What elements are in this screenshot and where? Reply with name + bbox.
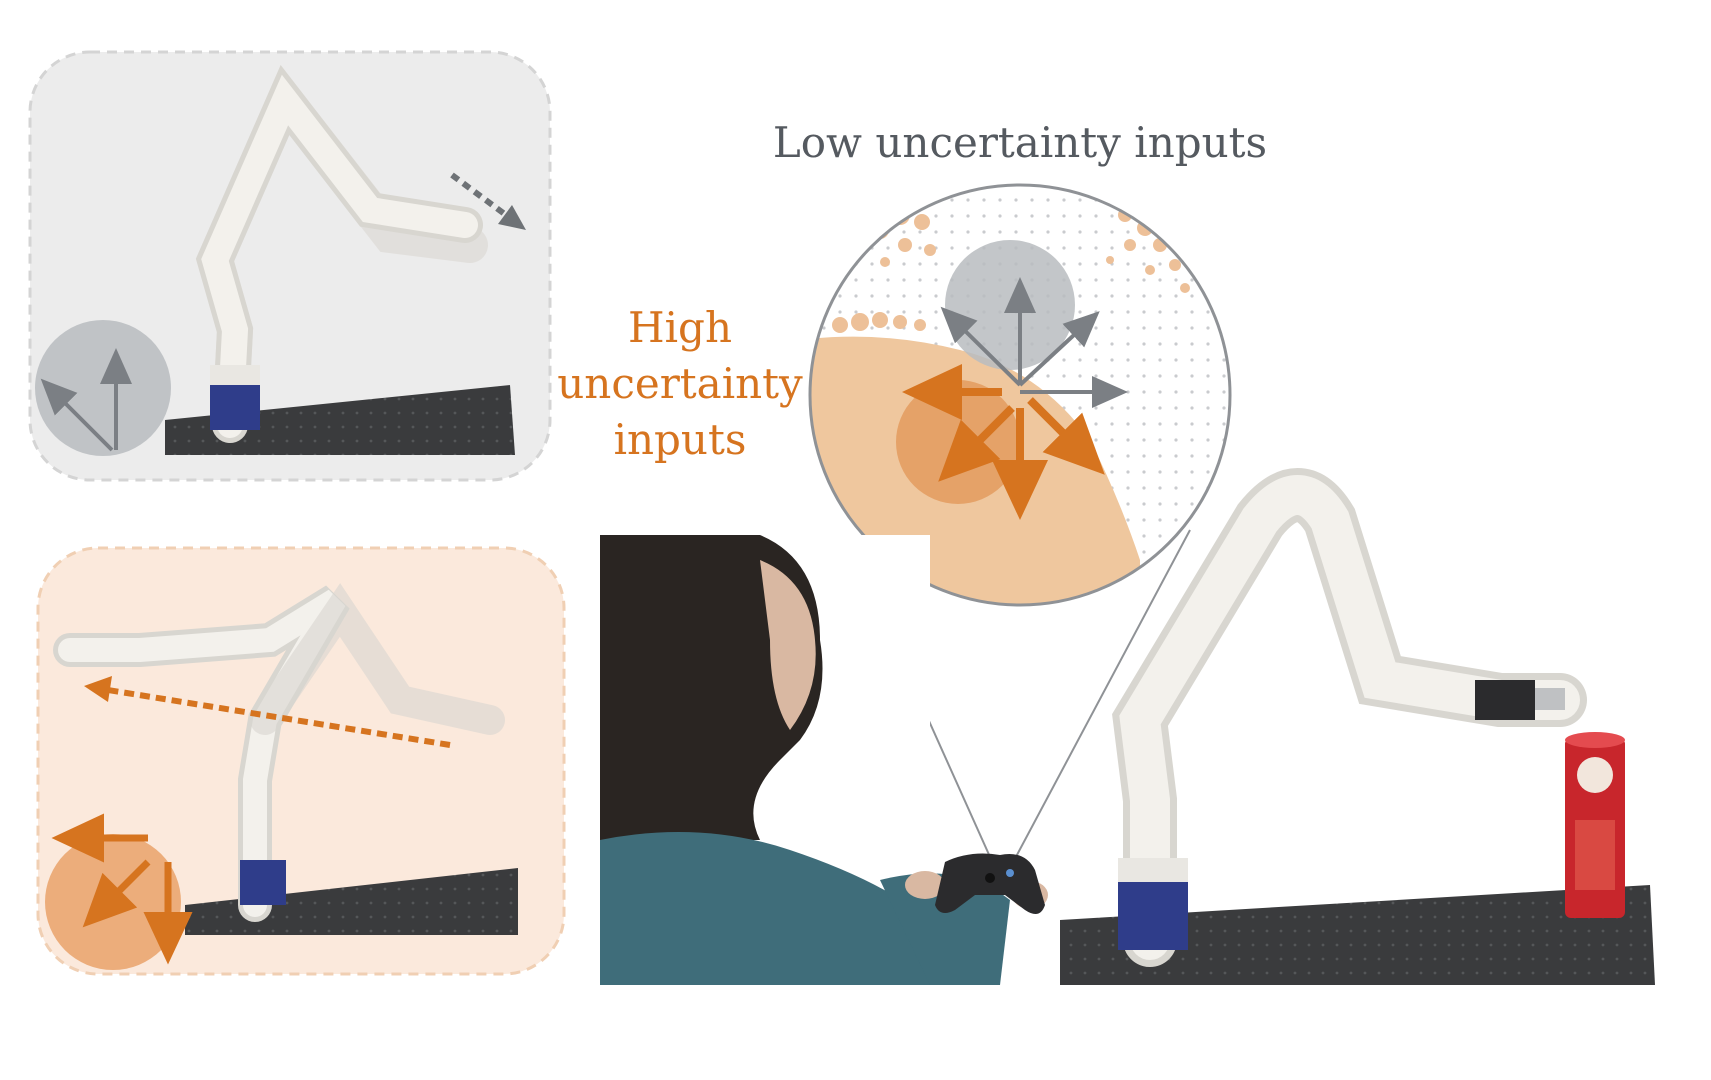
person-icon <box>600 535 1048 985</box>
direction-arrow-icon <box>40 378 114 452</box>
robot-gripper <box>1475 680 1535 720</box>
robot-arm-icon <box>53 583 505 922</box>
input-disk-orange <box>45 834 181 970</box>
high-uncertainty-label: High uncertainty inputs <box>540 300 820 468</box>
input-disk-orange <box>896 380 1020 504</box>
motion-arrow-orange <box>107 687 451 748</box>
low-uncertainty-panel <box>28 50 552 482</box>
table-top <box>185 868 518 935</box>
table-top <box>1060 885 1655 985</box>
robot-base <box>240 860 286 905</box>
low-uncertainty-arrows <box>940 277 1128 408</box>
robot-base <box>210 380 260 430</box>
robot-arm-icon <box>1112 468 1587 967</box>
input-space-inset <box>808 183 1232 607</box>
motion-arrow-gray <box>450 172 512 221</box>
high-uncertainty-label-line-1: High <box>628 303 732 352</box>
workspace <box>1060 468 1655 985</box>
table-top <box>165 385 515 455</box>
game-controller-icon <box>935 853 1045 914</box>
direction-arrow-icon <box>82 859 151 928</box>
high-uncertainty-arrows <box>902 364 1105 520</box>
low-uncertainty-label: Low uncertainty inputs <box>772 118 1268 167</box>
high-uncertainty-label-line-2: uncertainty <box>557 358 803 408</box>
high-uncertainty-panel <box>36 546 566 976</box>
input-disk-gray <box>35 320 171 456</box>
robot-base <box>1118 880 1188 950</box>
chip-can-icon <box>1565 732 1625 918</box>
high-uncertainty-label-line-3: inputs <box>613 414 747 464</box>
robot-arm-icon <box>195 64 488 443</box>
